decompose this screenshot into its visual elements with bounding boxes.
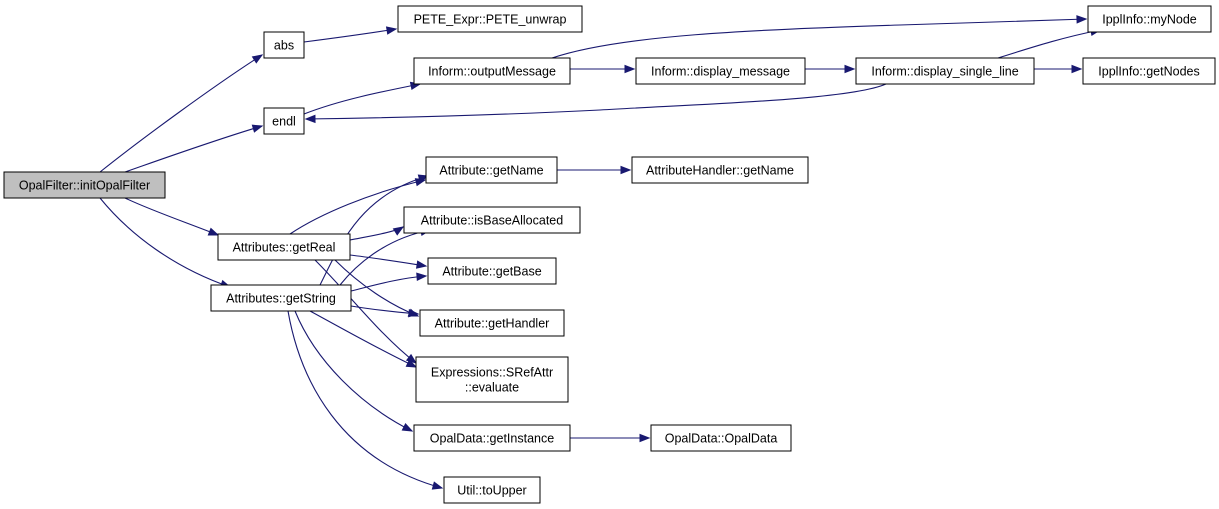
node-box — [650, 424, 792, 452]
edge-getString-to-evaluate — [309, 310, 418, 368]
node-box — [263, 31, 305, 59]
edge-getString-to-getBase — [350, 272, 428, 292]
edge-endl-to-outputMessage — [303, 81, 422, 115]
edge-getString-to-toUpper — [287, 310, 444, 490]
node-endl[interactable]: endl — [263, 107, 305, 135]
edge-display_single_line-to-getNodes — [1034, 64, 1083, 74]
node-label: abs — [274, 39, 294, 53]
node-display_single_line[interactable]: Inform::display_single_line — [855, 57, 1035, 85]
node-box — [210, 284, 352, 312]
node-box — [631, 156, 809, 184]
node-label: Attribute::isBaseAllocated — [421, 214, 563, 228]
node-box — [217, 233, 351, 261]
edge-abs-to-pete_unwrap — [303, 26, 398, 43]
edge-outputMessage-to-display_message — [570, 64, 636, 74]
node-label: OpalFilter::initOpalFilter — [19, 179, 150, 193]
node-label: Attributes::getString — [226, 292, 336, 306]
node-label: PETE_Expr::PETE_unwrap — [414, 13, 567, 27]
edge-attr_getName-to-handler_getName — [557, 165, 632, 175]
node-label: ::evaluate — [465, 381, 519, 395]
nodes-layer: OpalFilter::initOpalFilter abs PETE_Expr::… — [3, 5, 1216, 504]
node-box — [3, 171, 166, 199]
edge-getReal-to-getBase — [349, 254, 428, 269]
edge-display_message-to-display_single_line — [805, 64, 856, 74]
node-toUpper[interactable]: Util::toUpper — [443, 476, 541, 504]
edge-getString-to-getInstance — [294, 310, 414, 432]
node-opalData[interactable]: OpalData::OpalData — [650, 424, 792, 452]
node-box — [635, 57, 806, 85]
node-label: endl — [272, 115, 296, 129]
node-label: OpalData::OpalData — [665, 432, 778, 446]
node-label: Inform::display_message — [651, 65, 790, 79]
node-box — [263, 107, 305, 135]
node-evaluate[interactable]: Expressions::SRefAttr::evaluate — [415, 356, 569, 403]
node-initOpalFilter[interactable]: OpalFilter::initOpalFilter — [3, 171, 166, 199]
edge-getInstance-to-opalData — [570, 433, 651, 443]
node-display_message[interactable]: Inform::display_message — [635, 57, 806, 85]
node-label: Attribute::getHandler — [435, 317, 550, 331]
node-label: Expressions::SRefAttr — [431, 366, 553, 380]
node-label: Inform::outputMessage — [428, 65, 556, 79]
edge-getString-to-getHandler — [350, 305, 420, 318]
node-getString[interactable]: Attributes::getString — [210, 284, 352, 312]
edge-getReal-to-isBaseAllocated — [349, 226, 405, 241]
edge-initOpalFilter-to-getReal — [124, 197, 220, 236]
node-isBaseAllocated[interactable]: Attribute::isBaseAllocated — [403, 206, 581, 234]
node-label: OpalData::getInstance — [430, 432, 554, 446]
node-abs[interactable]: abs — [263, 31, 305, 59]
edge-initOpalFilter-to-getString — [99, 197, 232, 288]
node-getBase[interactable]: Attribute::getBase — [427, 257, 557, 285]
node-box — [403, 206, 581, 234]
node-label: IpplInfo::getNodes — [1098, 65, 1199, 79]
node-attr_getName[interactable]: Attribute::getName — [425, 156, 558, 184]
node-label: Attribute::getName — [439, 164, 543, 178]
node-label: Inform::display_single_line — [871, 65, 1018, 79]
node-getReal[interactable]: Attributes::getReal — [217, 233, 351, 261]
node-myNode[interactable]: IpplInfo::myNode — [1087, 5, 1212, 33]
node-box — [855, 57, 1035, 85]
edge-display_single_line-to-endl — [304, 83, 887, 124]
node-box — [413, 424, 571, 452]
edge-display_single_line-to-myNode — [997, 27, 1102, 59]
node-box — [427, 257, 557, 285]
edge-initOpalFilter-to-abs — [99, 54, 264, 173]
node-box — [419, 309, 565, 337]
node-getInstance[interactable]: OpalData::getInstance — [413, 424, 571, 452]
node-getNodes[interactable]: IpplInfo::getNodes — [1082, 57, 1216, 85]
node-handler_getName[interactable]: AttributeHandler::getName — [631, 156, 809, 184]
node-box — [397, 5, 583, 33]
node-box — [425, 156, 558, 184]
node-label: Attribute::getBase — [442, 265, 541, 279]
node-outputMessage[interactable]: Inform::outputMessage — [413, 57, 571, 85]
node-box — [413, 57, 571, 85]
node-box — [1082, 57, 1216, 85]
node-label: Util::toUpper — [457, 484, 526, 498]
node-label: IpplInfo::myNode — [1102, 13, 1197, 27]
edges-layer — [99, 15, 1102, 490]
edge-initOpalFilter-to-endl — [124, 124, 264, 173]
node-getHandler[interactable]: Attribute::getHandler — [419, 309, 565, 337]
node-box — [443, 476, 541, 504]
node-label: Attributes::getReal — [233, 241, 336, 255]
node-label: AttributeHandler::getName — [646, 164, 794, 178]
edge-outputMessage-to-myNode — [551, 15, 1088, 59]
node-pete_unwrap[interactable]: PETE_Expr::PETE_unwrap — [397, 5, 583, 33]
node-box — [1087, 5, 1212, 33]
node-box — [415, 356, 569, 403]
